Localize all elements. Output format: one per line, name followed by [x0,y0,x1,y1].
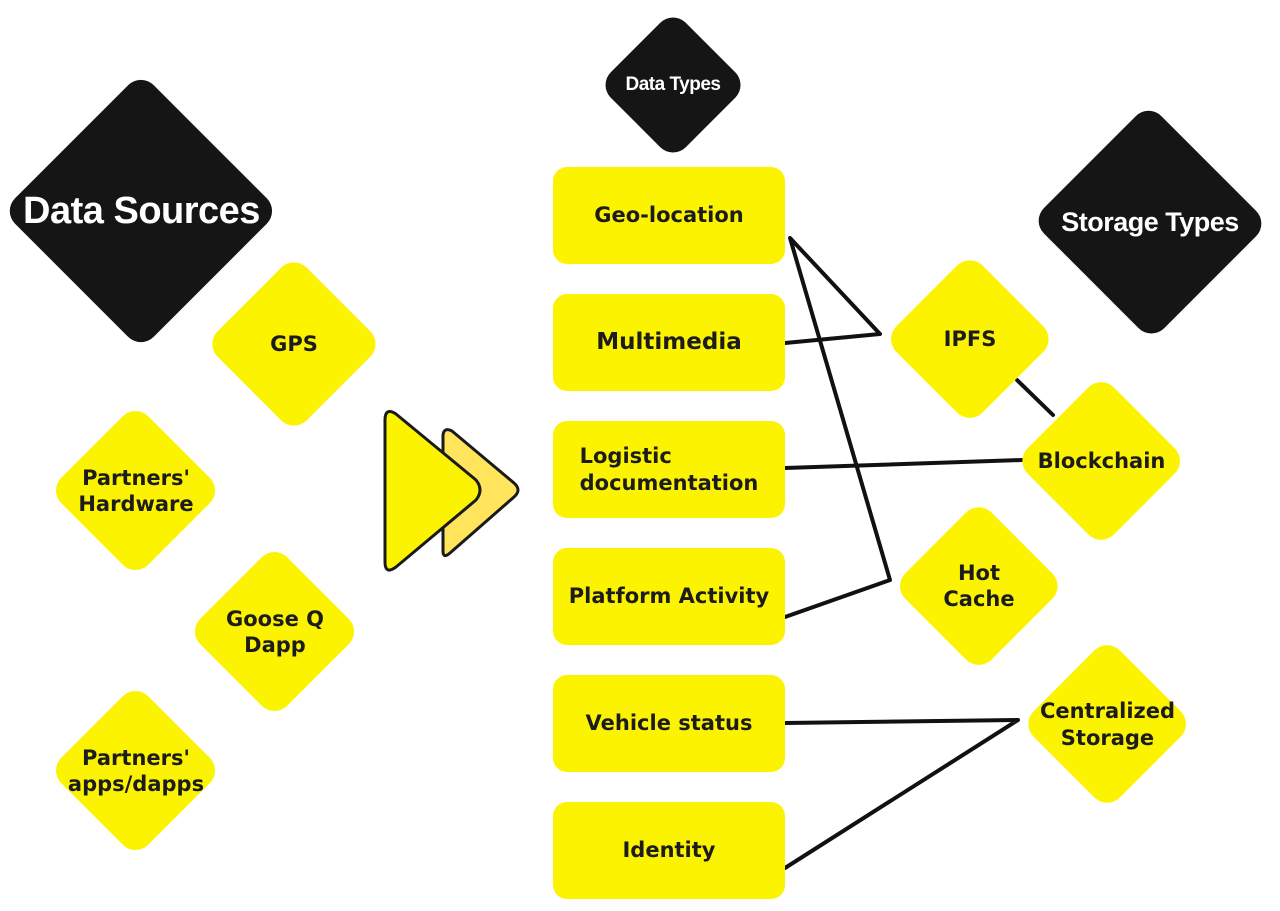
storage-types-header: Storage Types [1030,105,1270,340]
source-partners-apps: Partners' apps/dapps [49,684,223,858]
data-type-logistic-documentation: Logistic documentation [553,421,785,518]
data-types-header: Data Types [598,10,748,160]
data-type-vehicle-status: Vehicle status [553,675,785,772]
storage-ipfs: IPFS [884,253,1056,425]
storage-hot-cache: Hot Cache [893,500,1065,672]
data-sources-header: Data Sources [3,73,280,350]
flow-arrow-icon [383,410,520,572]
storage-centralized: Centralized Storage [1021,638,1194,811]
data-type-identity: Identity [553,802,785,899]
link-logistic-blockchain [783,458,1024,470]
data-type-geo-location: Geo-location [553,167,785,264]
storage-blockchain: Blockchain [1015,375,1188,548]
link-multimedia-ipfs [783,236,892,619]
source-gps: GPS [205,255,383,433]
source-goose-q-dapp: Goose Q Dapp [188,545,362,719]
data-type-multimedia: Multimedia [553,294,785,391]
data-type-platform-activity: Platform Activity [553,548,785,645]
link-vehicle-centralized [783,718,1020,870]
source-partners-hardware: Partners' Hardware [49,404,223,578]
